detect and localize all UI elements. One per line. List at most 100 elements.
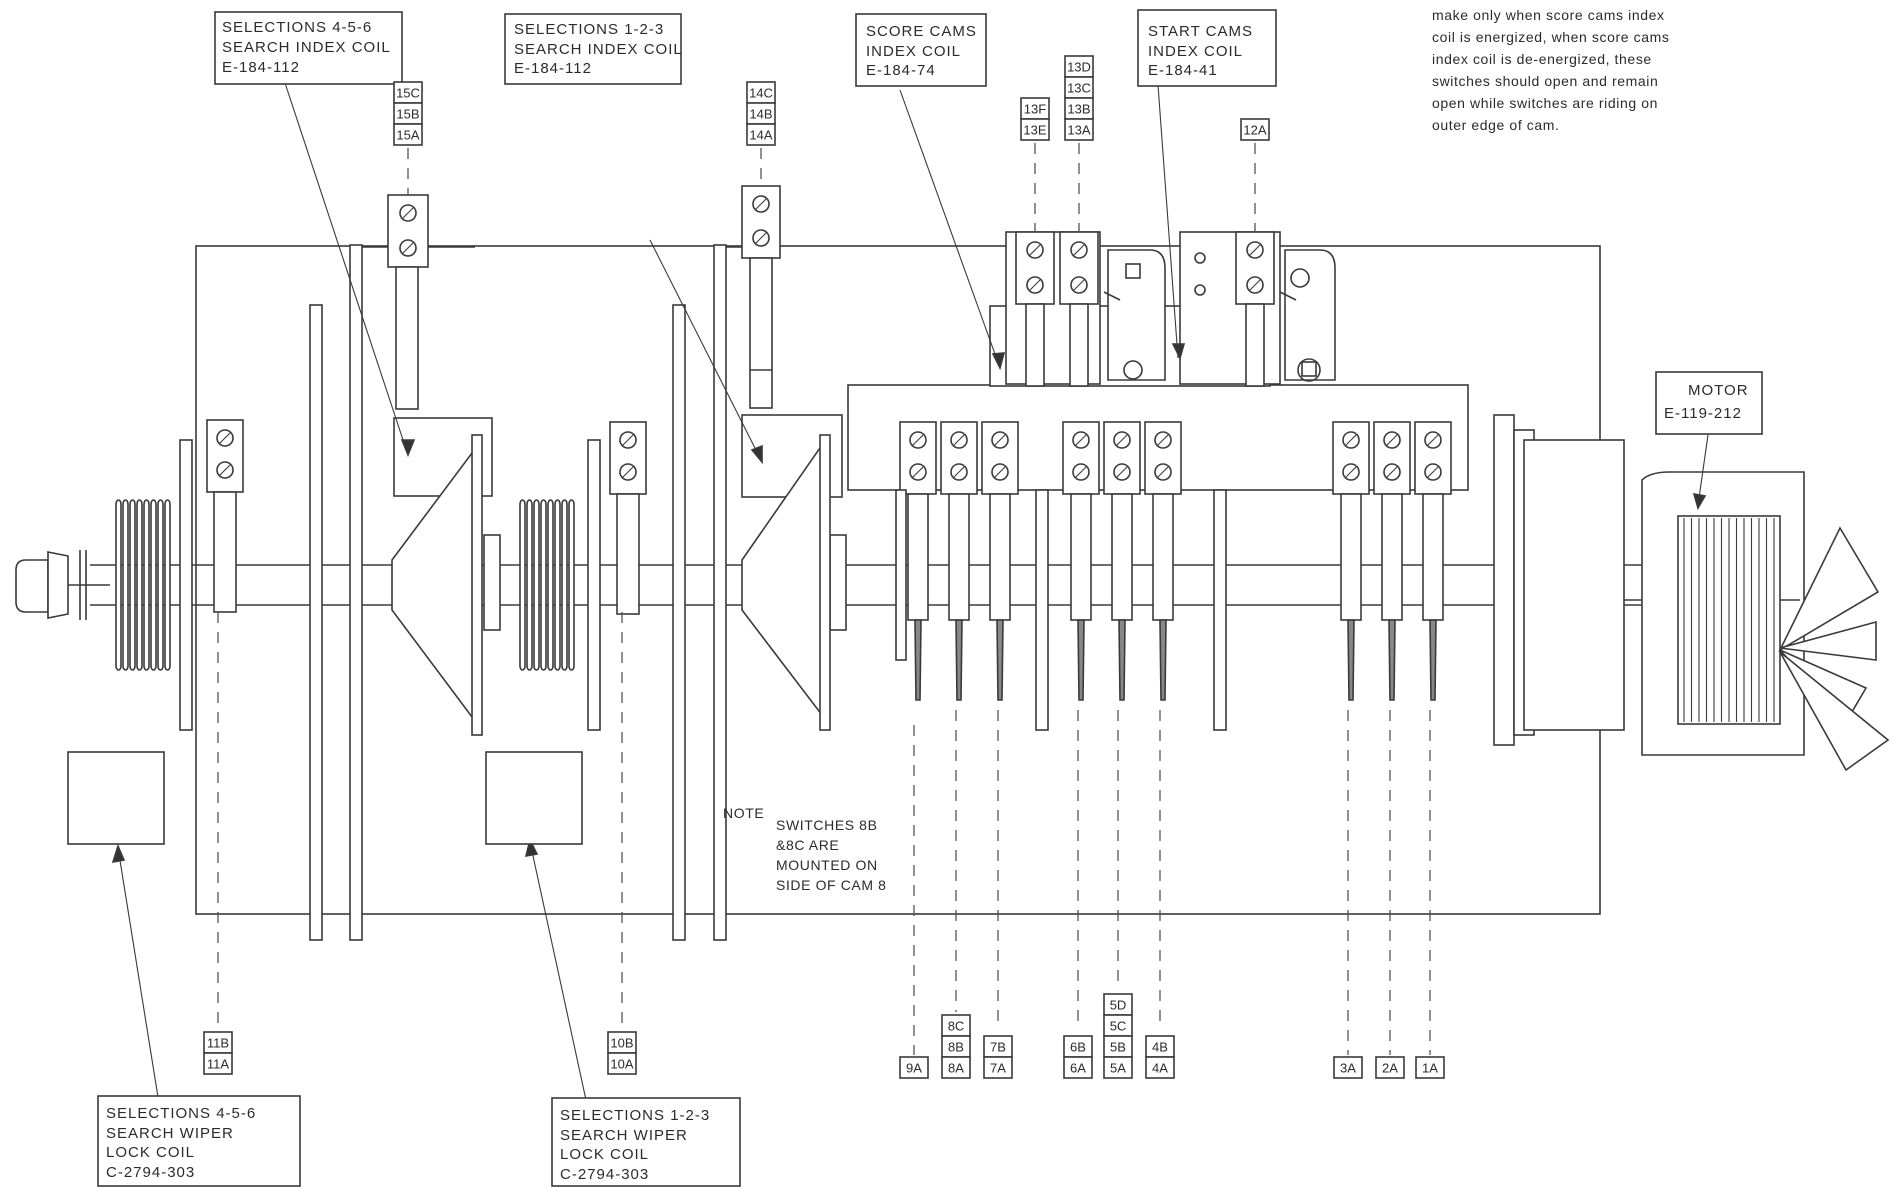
terminal-tag-box <box>1240 118 1270 141</box>
terminal-tag-label: 5D <box>1110 998 1127 1013</box>
terminal-tag-label: 8B <box>948 1040 964 1055</box>
callout-score-cams: SCORE CAMS INDEX COIL E-184-74 <box>855 13 987 87</box>
terminal-tag-label: 8A <box>948 1061 964 1076</box>
terminal-tag-label: 7B <box>990 1040 1006 1055</box>
note-line: MOUNTED ON <box>776 857 878 873</box>
terminal-tag-label: 9A <box>906 1061 922 1076</box>
callout-leaders <box>111 82 1709 1101</box>
callout-line: E-184-41 <box>1148 62 1218 79</box>
switch-11-block <box>206 419 244 613</box>
callout-line: MOTOR <box>1688 382 1749 399</box>
switch-10-block <box>609 421 647 615</box>
coil-ring <box>164 499 171 671</box>
middle-coil-spring <box>519 499 575 671</box>
terminal-tag-label: 4A <box>1152 1061 1168 1076</box>
main-shaft <box>90 564 1700 606</box>
terminal-tag-label: 14C <box>749 86 773 101</box>
note-line: &8C ARE <box>776 837 839 853</box>
note-line: switches should open and remain <box>1432 73 1658 89</box>
terminal-tag-box <box>203 1052 233 1075</box>
terminal-tag-label: 7A <box>990 1061 1006 1076</box>
note-line: outer edge of cam. <box>1432 117 1560 133</box>
terminal-tag-label: 10B <box>610 1036 633 1051</box>
callout-line: SELECTIONS 1-2-3 <box>514 21 664 38</box>
terminal-tag-label: 1A <box>1422 1061 1438 1076</box>
note-line: open while switches are riding on <box>1432 95 1658 111</box>
callout-motor: MOTOR E-119-212 <box>1655 371 1763 435</box>
note-line: SIDE OF CAM 8 <box>776 877 886 893</box>
shaft-end-knob <box>15 550 110 620</box>
motor-assembly <box>1493 414 1805 756</box>
middle-cone-cam <box>741 414 843 731</box>
terminal-tag-label: 14A <box>749 128 772 143</box>
note-line: index coil is de-energized, these <box>1432 51 1652 67</box>
switch-13-blocks <box>1015 231 1275 387</box>
coil-ring <box>547 499 554 671</box>
terminal-tag-label: 13B <box>1067 102 1090 117</box>
coil-ring <box>157 499 164 671</box>
cam-switch <box>1373 421 1411 701</box>
terminal-tag-box <box>1333 1056 1363 1079</box>
terminal-tag-label: 13C <box>1067 81 1091 96</box>
cam-switch <box>1144 421 1182 701</box>
terminal-tag-stack: 3A <box>1333 1056 1363 1079</box>
terminal-tag-stack: 1A <box>1415 1056 1445 1079</box>
terminal-tag-label: 5B <box>1110 1040 1126 1055</box>
left-coil-spring <box>115 499 171 671</box>
terminal-tag-box <box>1020 118 1050 141</box>
callout-sel123-index: SELECTIONS 1-2-3 SEARCH INDEX COIL E-184… <box>504 13 682 85</box>
callout-line: INDEX COIL <box>1148 43 1243 60</box>
terminal-tag-label: 6B <box>1070 1040 1086 1055</box>
terminal-tag-label: 12A <box>1243 123 1266 138</box>
coil-ring <box>554 499 561 671</box>
callout-line: SELECTIONS 4-5-6 <box>222 19 372 36</box>
terminal-tag-stack: 9A <box>899 1056 929 1079</box>
terminal-tag-label: 3A <box>1340 1061 1356 1076</box>
callout-start-cams: START CAMS INDEX COIL E-184-41 <box>1137 9 1277 87</box>
terminal-tag-label: 11B <box>207 1036 229 1051</box>
callout-sel123-wiper: SELECTIONS 1-2-3 SEARCH WIPER LOCK COIL … <box>551 1097 741 1187</box>
cam-switch-row <box>899 421 1452 701</box>
terminal-tag-label: 13D <box>1067 60 1091 75</box>
terminal-tag-box <box>1103 1056 1133 1079</box>
callout-line: SELECTIONS 1-2-3 <box>560 1107 710 1124</box>
terminal-tag-stack: 8C 8B 8A <box>941 1014 971 1079</box>
terminal-tag-label: 5C <box>1110 1019 1127 1034</box>
terminal-tag-label: 10A <box>610 1057 633 1072</box>
terminal-tag-label: 13F <box>1024 102 1046 117</box>
terminal-tag-stack: 12A <box>1240 118 1270 141</box>
coil-ring <box>115 499 122 671</box>
left-cone-cam <box>391 417 493 736</box>
dashed-leaders <box>217 143 1431 1055</box>
terminal-tag-box <box>1064 118 1094 141</box>
terminal-tag-label: 5A <box>1110 1061 1126 1076</box>
wiper-lock-coil-boxes <box>67 751 583 845</box>
switch-note: NOTE SWITCHES 8B &8C ARE MOUNTED ON SIDE… <box>723 805 886 893</box>
callout-line: SEARCH WIPER <box>106 1125 234 1142</box>
coil-ring <box>568 499 575 671</box>
terminal-tag-label: 4B <box>1152 1040 1168 1055</box>
callout-line: E-184-74 <box>866 62 936 79</box>
coil-ring <box>526 499 533 671</box>
terminal-tag-box <box>746 123 776 146</box>
terminal-tag-box <box>607 1052 637 1075</box>
cam-switch <box>981 421 1019 701</box>
callout-sel456-index: SELECTIONS 4-5-6 SEARCH INDEX COIL E-184… <box>214 11 403 85</box>
cam-switch <box>1332 421 1370 701</box>
coil-ring <box>519 499 526 671</box>
callout-line: INDEX COIL <box>866 43 961 60</box>
fan-blades <box>1778 526 1890 772</box>
terminal-tag-box <box>941 1056 971 1079</box>
cam-switch <box>1414 421 1452 701</box>
callout-line: E-184-112 <box>222 59 300 76</box>
note-line: make only when score cams index <box>1432 7 1665 23</box>
terminal-tag-label: 8C <box>948 1019 965 1034</box>
terminal-tag-box <box>899 1056 929 1079</box>
